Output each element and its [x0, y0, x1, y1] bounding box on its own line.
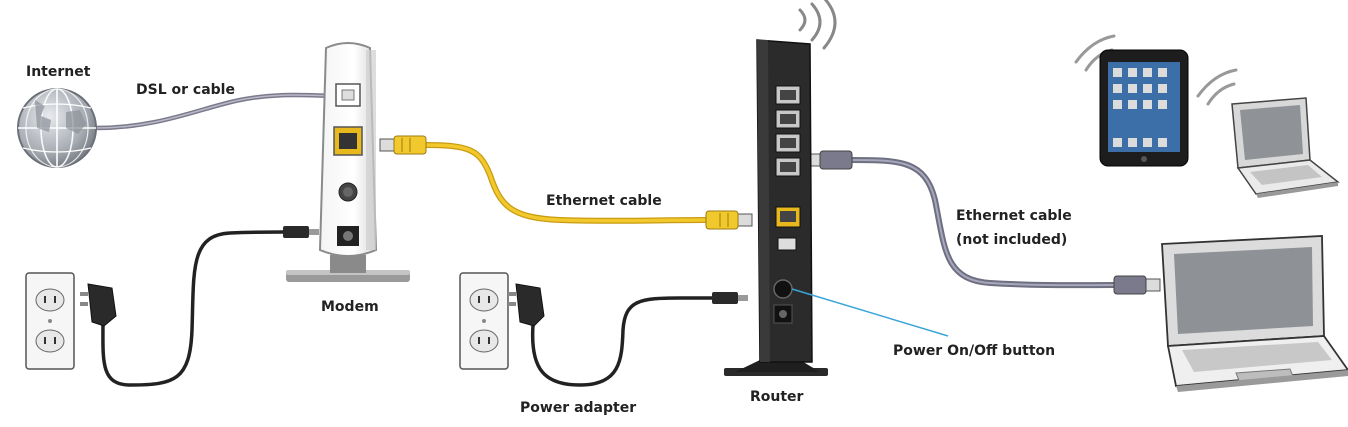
yellow-connector-modem: [379, 135, 427, 155]
internet-label: Internet: [26, 64, 91, 80]
wall-outlet-left-icon: [25, 272, 75, 370]
tablet-icon: [1074, 34, 1189, 167]
dsl-or-cable-label: DSL or cable: [136, 82, 235, 98]
ethernet-cable-not-included-label-line2: (not included): [956, 232, 1068, 248]
router-power-plug: [712, 292, 748, 304]
router-device: [724, 0, 837, 376]
modem-device: [286, 42, 410, 282]
modem-power-cord: [101, 230, 285, 387]
modem-power-plug: [283, 226, 319, 238]
yellow-connector-router: [705, 210, 753, 230]
ethernet-cable-label: Ethernet cable: [546, 193, 662, 209]
power-button-label: Power On/Off button: [893, 343, 1056, 359]
router-label: Router: [750, 389, 804, 405]
wireless-laptop-icon: [1196, 68, 1340, 198]
gray-connector-router: [805, 150, 853, 170]
router-power-button: [773, 279, 793, 299]
power-adapter-left-icon: [80, 283, 117, 327]
power-adapter-label: Power adapter: [520, 400, 637, 416]
dsl-cable: [92, 92, 348, 131]
ethernet-cable-not-included-label-line1: Ethernet cable: [956, 208, 1072, 224]
modem-label: Modem: [321, 299, 379, 315]
gray-connector-laptop: [1113, 275, 1161, 295]
router-power-cord: [530, 296, 717, 387]
power-button-callout-line: [791, 288, 949, 337]
internet-globe-icon: [17, 88, 97, 168]
wall-outlet-right-icon: [459, 272, 509, 370]
wired-laptop-icon: [1161, 235, 1348, 392]
router-lan-ports: [775, 85, 801, 177]
router-wifi-icon: [798, 0, 837, 50]
power-adapter-right-icon: [508, 283, 545, 327]
